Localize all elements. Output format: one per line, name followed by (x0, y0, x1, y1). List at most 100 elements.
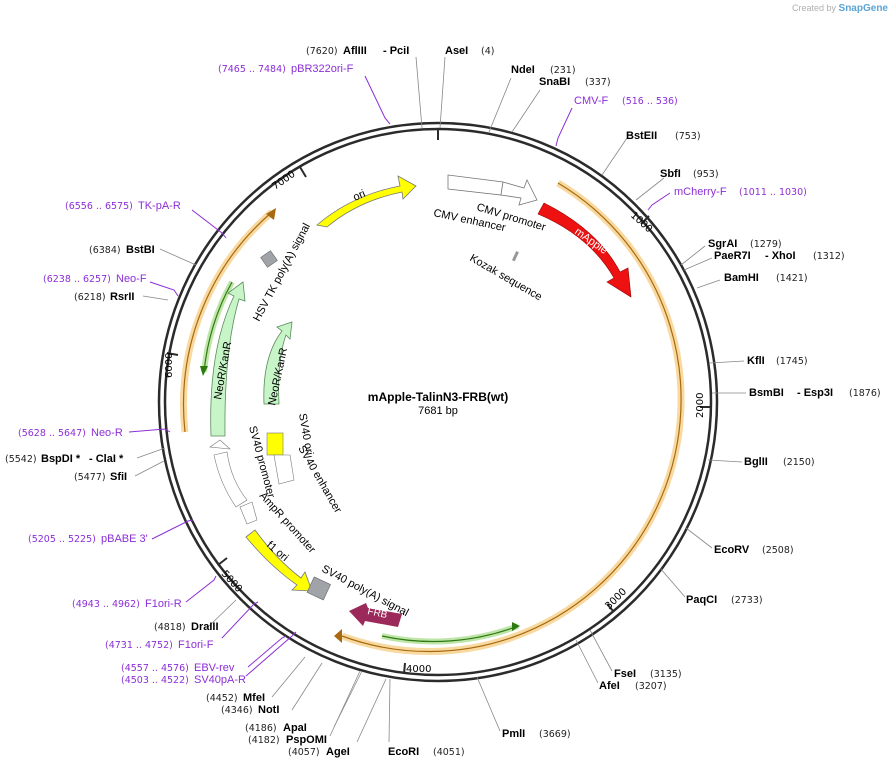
site-sbfI-pos: (953) (693, 169, 719, 180)
site-aseI-pos: (4) (481, 46, 494, 57)
mapple-feature (537, 202, 632, 298)
neo-inner-feature (263, 321, 293, 405)
site-sfiI-pos: (5477) (74, 472, 106, 483)
primer-sv40pa-r: SV40pA-R (194, 674, 246, 686)
site-bglII: BglII (744, 456, 768, 468)
site-ageI-pos: (4057) (288, 747, 320, 758)
tick-2000: 2000 (695, 393, 706, 418)
site-bspDI: BspDI * (41, 453, 81, 465)
site-draIII: DraIII (191, 621, 219, 633)
primer-neo-f-range: (6238 .. 6257) (43, 274, 111, 285)
site-notI-pos: (4346) (221, 705, 253, 716)
tick-marks (166, 129, 711, 675)
green-arc-left-head (200, 366, 208, 376)
tick-1000: 1000 (628, 210, 654, 235)
site-ndeI: NdeI (511, 64, 535, 76)
primer-f1ori-r-range: (4943 .. 4962) (72, 599, 140, 610)
feature-neo-outer-label: NeoR/KanR (212, 341, 234, 401)
site-pmlI-pos: (3669) (539, 729, 571, 740)
site-sfiI: SfiI (110, 471, 127, 483)
tick-6000: 6000 (164, 353, 175, 378)
feature-arc-right-head (334, 629, 342, 643)
snapgene-watermark: Created by SnapGene (792, 3, 888, 14)
feature-arc-left-head (266, 208, 276, 220)
site-esp3I: - Esp3I (797, 387, 833, 399)
feature-ori-label: ori (351, 188, 367, 204)
site-ecoRI: EcoRI (388, 746, 419, 758)
feature-frb-label: FRB (366, 606, 388, 621)
tick-5000: 5000 (219, 569, 244, 595)
site-ecoRV-pos: (2508) (762, 545, 794, 556)
plasmid-name: mApple-TalinN3-FRB(wt) (368, 390, 508, 404)
feature-hsv-tk-label: HSV TK poly(A) signal (251, 221, 313, 323)
site-rsrII: RsrII (110, 291, 134, 303)
kozak-marker (511, 251, 519, 262)
hsv-tk-polya-feature (260, 250, 278, 268)
site-sbfI: SbfI (660, 168, 681, 180)
primer-markers (128, 75, 671, 677)
primer-cmv-f: CMV-F (574, 95, 609, 107)
primer-pbr322ori: pBR322ori-F (291, 63, 354, 75)
site-aflIII-pos: (7620) (306, 46, 338, 57)
primer-mcherry-f-range: (1011 .. 1030) (739, 187, 807, 198)
feature-sv40-polya-label: SV40 poly(A) signal (320, 563, 411, 619)
sv40-enhancer-feature (273, 454, 295, 485)
primer-mcherry-f: mCherry-F (674, 186, 727, 198)
ori-feature (316, 175, 417, 228)
sv40-polya-feature (306, 576, 331, 601)
plasmid-size: 7681 bp (418, 405, 458, 417)
site-afeI: AfeI (599, 680, 620, 692)
site-afeI-pos: (3207) (635, 681, 667, 692)
site-notI: NotI (258, 704, 279, 716)
primer-sv40pa-r-range: (4503 .. 4522) (121, 675, 189, 686)
primer-pbabe3-range: (5205 .. 5225) (28, 534, 96, 545)
site-leader-lines (134, 56, 746, 743)
site-mfeI-pos: (4452) (206, 693, 238, 704)
site-kflI-pos: (1745) (776, 356, 808, 367)
site-draIII-pos: (4818) (154, 622, 186, 633)
tick-7000: 7000 (270, 169, 297, 193)
site-aseI: AseI (445, 45, 468, 57)
site-rsrII-pos: (6218) (74, 292, 106, 303)
site-pciI: - PciI (383, 45, 409, 57)
site-pspOMI-pos: (4182) (248, 735, 280, 746)
f1-ori-feature (245, 529, 313, 592)
site-apaI: ApaI (283, 722, 307, 734)
primer-ebv-rev: EBV-rev (194, 662, 235, 674)
primer-f1ori-f: F1ori-F (178, 639, 214, 651)
site-bsmBI: BsmBI (749, 387, 784, 399)
feature-arc-right-core (341, 182, 682, 653)
feature-f1-ori-label: f1 ori (264, 539, 290, 564)
sv40-promoter-feature (213, 451, 248, 508)
site-bspDI-pos: (5542) (5, 454, 37, 465)
site-bstBI-pos: (6384) (89, 245, 121, 256)
site-kflI: KflI (747, 355, 765, 367)
site-xhoI: - XhoI (765, 250, 796, 262)
snapgene-logo: SnapGene (838, 3, 888, 14)
feature-kozak-label: Kozak sequence (468, 252, 544, 303)
site-fseI: FseI (614, 668, 636, 680)
primer-ebv-rev-range: (4557 .. 4576) (121, 663, 189, 674)
site-apaI-pos: (4186) (245, 723, 277, 734)
tick-4000: 4000 (406, 664, 431, 675)
cmv-promoter-feature (500, 179, 538, 206)
site-xhoI-pos: (1312) (813, 251, 845, 262)
site-paqCI: PaqCI (686, 594, 717, 606)
watermark-prefix: Created by (791, 3, 837, 13)
site-sgrAI: SgrAI (708, 238, 737, 250)
feature-arc-left-core (182, 211, 273, 433)
site-ecoRV: EcoRV (714, 544, 750, 556)
primer-tk-pa-r-range: (6556 .. 6575) (65, 201, 133, 212)
site-sgrAI-pos: (1279) (750, 239, 782, 250)
site-claI: - ClaI * (89, 453, 124, 465)
site-snabI-pos: (337) (585, 77, 611, 88)
primer-pbabe3: pBABE 3' (101, 533, 148, 545)
site-ecoRI-pos: (4051) (433, 747, 465, 758)
primer-neo-r-range: (5628 .. 5647) (18, 428, 86, 439)
feature-mapple-label: mApple (572, 226, 609, 257)
feature-neo-inner-label: NeoR/KanR (266, 347, 290, 407)
feature-sv40-enhancer-label: SV40 enhancer (295, 444, 343, 516)
frb-feature (349, 603, 402, 627)
primer-pbr322ori-range: (7465 .. 7484) (218, 64, 286, 75)
